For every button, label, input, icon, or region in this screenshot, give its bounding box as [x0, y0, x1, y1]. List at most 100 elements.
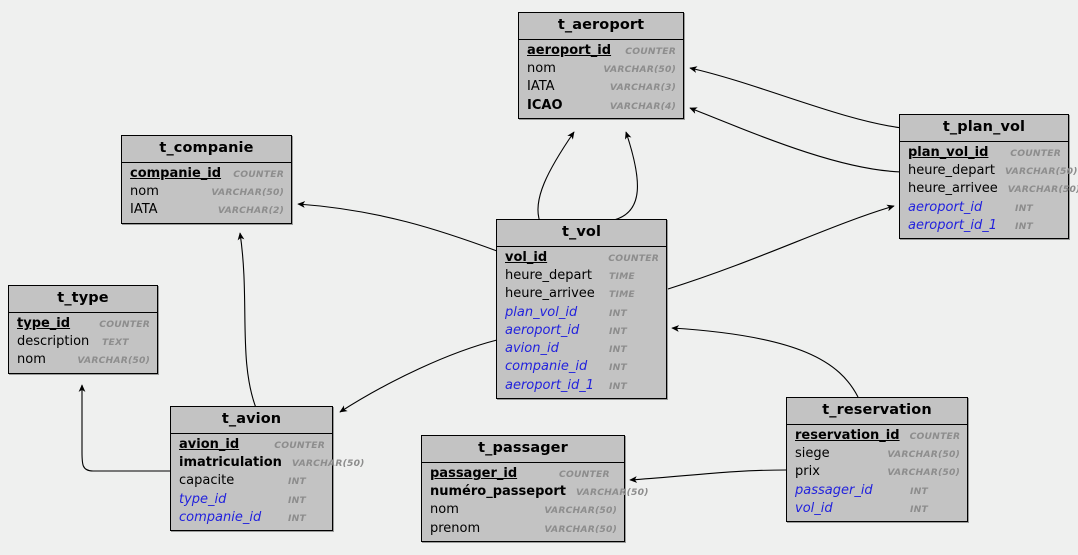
column-row[interactable]: ICAO VARCHAR(4): [519, 97, 683, 115]
column-name: aeroport_id: [527, 42, 612, 58]
column-name: heure_arrivee: [505, 286, 595, 302]
column-row[interactable]: heure_depart VARCHAR(50): [900, 162, 1077, 180]
column-type: TIME: [609, 289, 635, 301]
column-type: VARCHAR(50): [575, 487, 649, 499]
column-type: VARCHAR(3): [609, 82, 676, 94]
column-type: VARCHAR(50): [544, 505, 617, 517]
column-type: COUNTER: [274, 439, 325, 451]
column-type: INT: [609, 362, 627, 374]
table-title-t_plan_vol: t_plan_vol: [900, 115, 1068, 142]
column-row[interactable]: heure_arrivee VARCHAR(50): [900, 180, 1078, 198]
link-reservation-to-passager: [629, 469, 787, 483]
table-title-t_passager: t_passager: [422, 436, 624, 463]
column-name: companie_id: [130, 165, 222, 181]
column-row[interactable]: companie_id INT: [497, 358, 666, 376]
table-title-t_reservation: t_reservation: [787, 398, 967, 425]
column-name: avion_id: [505, 341, 559, 357]
link-planvol-to-aeroport-a: [689, 66, 903, 129]
column-type: COUNTER: [625, 45, 676, 57]
column-type: VARCHAR(50): [887, 467, 960, 479]
table-title-t_aeroport: t_aeroport: [519, 13, 683, 40]
column-type: VARCHAR(4): [609, 100, 676, 112]
column-type: INT: [288, 476, 306, 488]
column-type: VARCHAR(50): [211, 187, 284, 199]
column-name: passager_id: [430, 465, 518, 481]
column-name: siege: [795, 446, 830, 462]
column-type: VARCHAR(50): [291, 458, 365, 470]
column-name: IATA: [527, 79, 555, 95]
column-name: numéro_passeport: [430, 484, 566, 500]
column-name: companie_id: [505, 359, 588, 375]
column-name: plan_vol_id: [505, 304, 578, 320]
column-row[interactable]: IATA VARCHAR(3): [519, 78, 683, 96]
column-row[interactable]: plan_vol_id INT: [497, 304, 666, 322]
column-type: VARCHAR(50): [1004, 166, 1078, 178]
column-row[interactable]: aeroport_id COUNTER: [519, 42, 683, 60]
column-type: VARCHAR(50): [1007, 184, 1078, 196]
column-row[interactable]: heure_arrivee TIME: [497, 285, 666, 303]
column-type: INT: [288, 494, 306, 506]
table-title-t_vol: t_vol: [497, 220, 666, 247]
column-name: ICAO: [527, 97, 563, 113]
column-name: heure_depart: [908, 163, 995, 179]
link-vol-to-avion: [339, 339, 498, 413]
column-type: VARCHAR(50): [77, 355, 150, 367]
column-name: prenom: [430, 520, 481, 536]
column-type: COUNTER: [99, 318, 150, 330]
column-name: passager_id: [795, 482, 873, 498]
column-name: heure_depart: [505, 268, 592, 284]
column-row[interactable]: numéro_passeport VARCHAR(50): [422, 483, 648, 501]
column-type: VARCHAR(50): [603, 64, 676, 76]
column-name: aeroport_id_1: [908, 217, 998, 233]
link-vol-to-aeroport-b: [613, 131, 638, 221]
column-type: INT: [609, 307, 627, 319]
column-name: heure_arrivee: [908, 181, 998, 197]
column-name: vol_id: [505, 249, 548, 265]
link-planvol-to-aeroport-b: [689, 107, 903, 173]
column-name: aeroport_id: [908, 199, 983, 215]
link-avion-to-type: [78, 384, 172, 472]
